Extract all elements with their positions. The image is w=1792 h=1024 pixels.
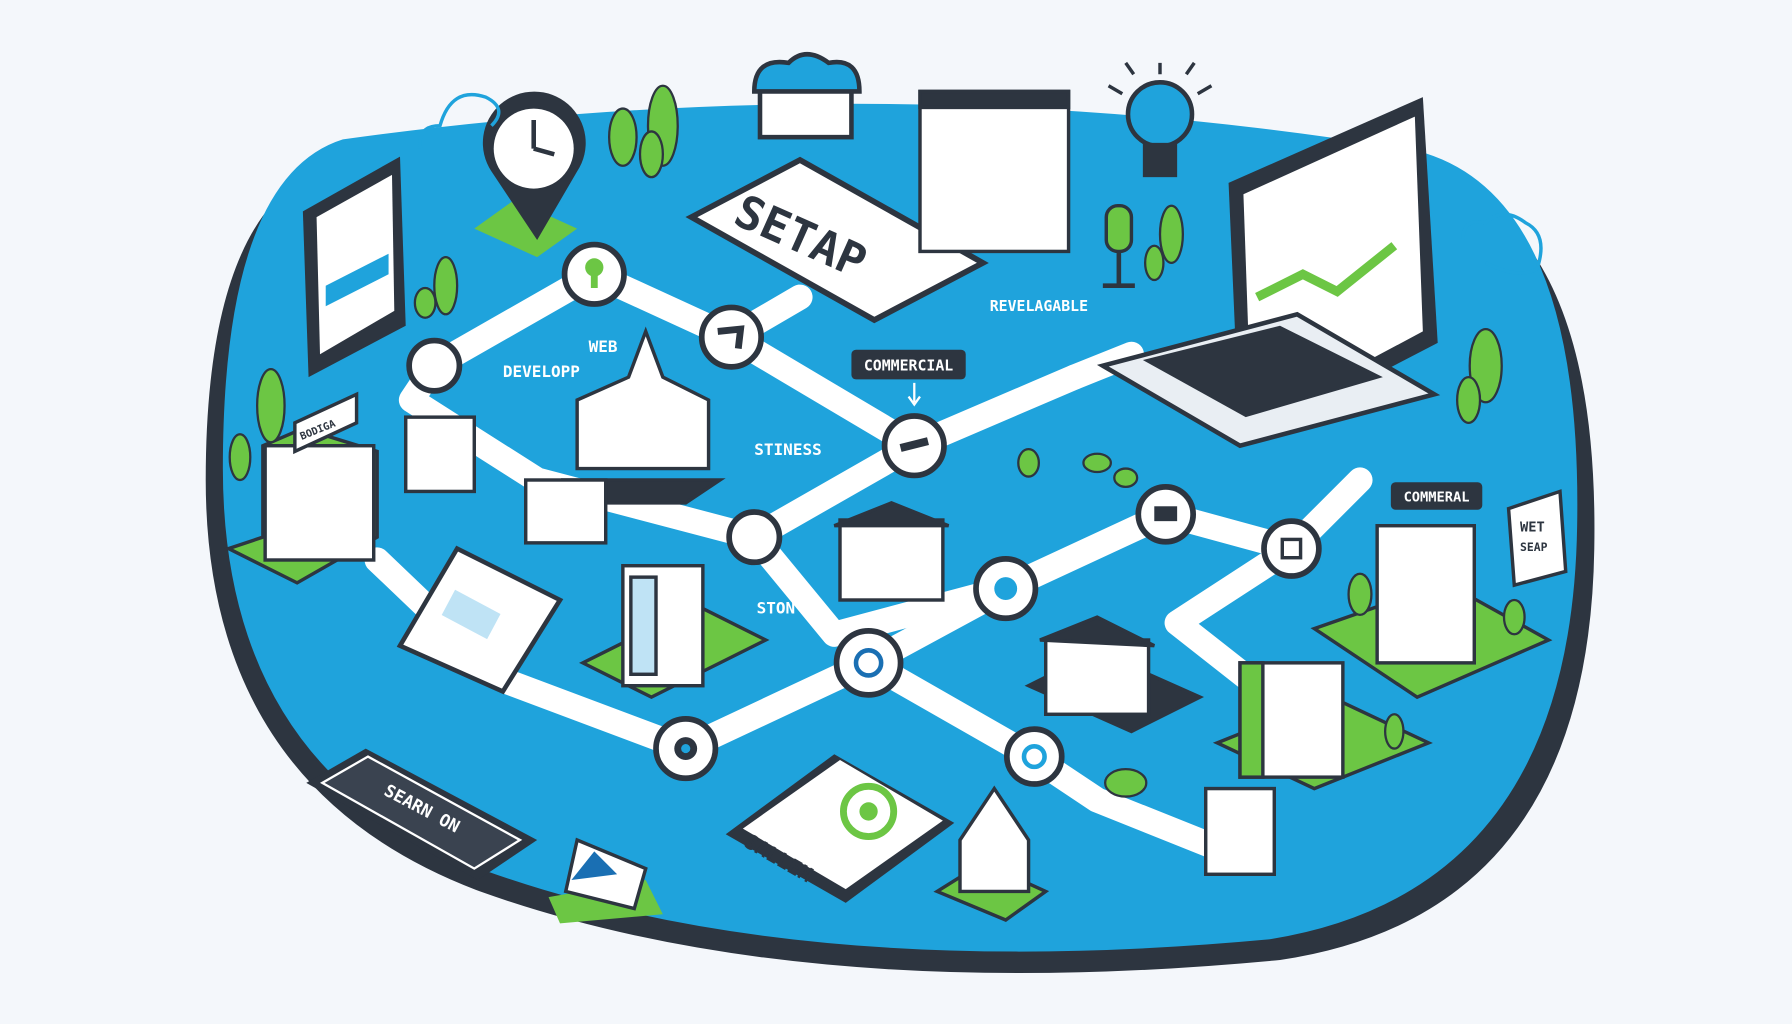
bottom-church [933,785,1050,922]
left-office [224,426,379,585]
wet-text: WET [1520,519,1545,535]
trees [228,84,1526,798]
tablet-icon [302,156,406,378]
right-house [1024,615,1205,734]
clouds [418,92,1543,275]
stiness-label: STINESS [754,440,821,459]
commercial-top-text: COMMERCIAL [864,356,953,374]
commercial-tag-top: COMMERCIAL [851,349,966,407]
gear-icon[interactable] [653,716,719,782]
device-node-icon[interactable] [1261,518,1322,579]
office-tower-top [918,89,1071,254]
center-tower [579,564,770,700]
clock-pin-icon [474,91,586,258]
map-labels: WEB DEVELOPP STINESS REVELAGABLE STON CO… [293,297,1568,618]
small-house-left [404,415,476,494]
camera-icon[interactable] [1135,483,1196,545]
microphone-icon [1102,204,1135,288]
cloud-mail-icon [751,52,862,140]
green-office [1212,661,1433,791]
center-house [833,501,950,602]
seap-text: SEAP [1520,540,1548,554]
right-office [1310,524,1553,700]
commercial-tag-right: COMMERAL [1390,482,1483,510]
laptop-chart-icon [1096,97,1441,449]
buildings [224,89,1553,922]
developp-label: DEVELOPP [503,362,580,381]
wrench-icon[interactable] [881,413,947,479]
document-card [396,545,564,695]
web-label: WEB [589,337,618,356]
small-shop [524,478,608,545]
commercial-right-text: COMMERAL [1404,490,1470,506]
badge-node-icon[interactable] [406,337,463,394]
revelagable-label: REVELAGABLE [990,297,1088,315]
ston-label: STON [757,599,796,618]
link-node-icon[interactable] [726,509,783,566]
small-tower-bottom [1204,786,1276,876]
arrow-node-icon[interactable] [698,304,764,370]
envelope-icon [548,837,663,924]
target-icon[interactable] [1003,726,1065,787]
network-node-icon[interactable] [833,627,904,698]
road-nodes [406,241,1322,787]
key-icon[interactable] [561,241,627,307]
cloud-node-icon[interactable] [973,556,1039,622]
wet-setup-sign: WET SEAP [1506,489,1568,588]
lightbulb-icon [1107,61,1213,178]
